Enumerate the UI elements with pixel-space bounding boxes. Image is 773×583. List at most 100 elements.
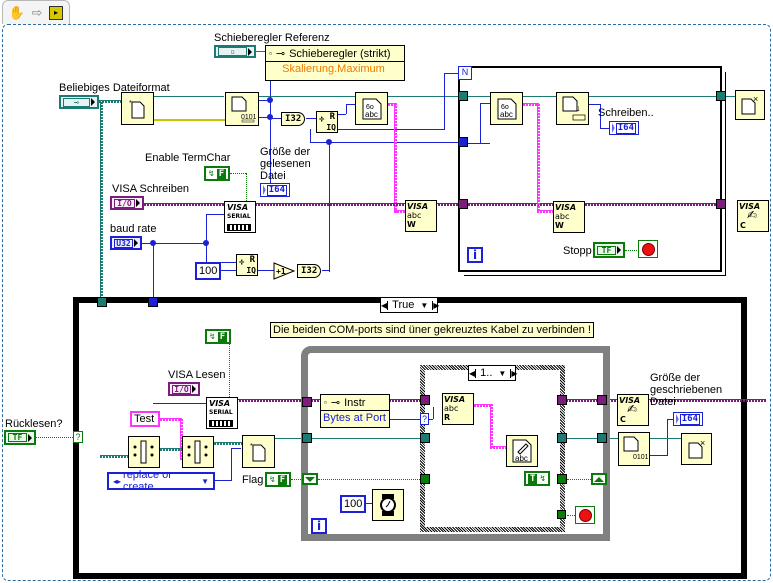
arrow-right-icon[interactable]: ⇨ (31, 4, 43, 20)
wire (667, 419, 668, 456)
set-file-position-node[interactable]: ↓ (556, 92, 589, 125)
open-file-node[interactable]: * (121, 92, 154, 125)
instr-property-node[interactable]: ▫⊸Instr Bytes at Port (320, 394, 390, 428)
constant-100[interactable]: 100 (195, 262, 222, 280)
wire (231, 448, 241, 449)
wire (600, 128, 610, 129)
visa-read-control[interactable]: I/O (168, 382, 200, 396)
flag-constant[interactable]: ↯F (265, 472, 291, 487)
write-text-file-node[interactable]: abc (506, 435, 538, 467)
case-tunnel (148, 297, 158, 307)
open-file-node-2[interactable]: * (242, 435, 275, 468)
visa-configure-serial-node[interactable]: VISA SERIAL (224, 201, 256, 233)
case-prev-arrow[interactable]: ◀ (469, 368, 477, 378)
build-path-node-2[interactable] (182, 436, 214, 468)
hand-icon[interactable]: ✋ (8, 4, 26, 20)
string-wire (490, 404, 493, 448)
visa-close-node[interactable]: VISA✍C (737, 200, 769, 232)
loop-tunnel (458, 91, 468, 101)
to-i32-node-2[interactable]: I32 (297, 264, 322, 278)
case-next-arrow[interactable]: ▶ (510, 368, 518, 378)
loop-stop-terminal-2 (575, 506, 595, 524)
readback-control[interactable]: TF (4, 430, 36, 445)
property-bytes-at-port[interactable]: Bytes at Port (323, 412, 386, 424)
svg-text:abc: abc (500, 110, 513, 119)
wire (667, 419, 673, 420)
baud-rate-control[interactable]: U32 (110, 236, 142, 250)
wire (600, 104, 601, 128)
slider-class-label: Schieberegler (strikt) (289, 47, 391, 60)
wire (480, 103, 490, 104)
bool-wire (246, 173, 247, 201)
any-file-format-control[interactable]: ⊸ (59, 95, 99, 109)
baud-rate-label: baud rate (110, 223, 157, 235)
svg-text:abc: abc (365, 110, 378, 119)
wait-ms-node[interactable] (372, 489, 404, 521)
svg-text:×: × (700, 438, 705, 448)
case-tunnel (97, 297, 107, 307)
chevron-down-icon: ▼ (420, 300, 429, 310)
loop-tunnel (716, 91, 726, 101)
case-selector[interactable]: ◀ True▼ ▶ (380, 297, 440, 313)
constant-100-wait[interactable]: 100 (340, 495, 367, 513)
wire (271, 118, 281, 119)
svg-text:×: × (753, 94, 758, 104)
flag-label: Flag (242, 474, 264, 486)
wire (726, 96, 736, 97)
loop-tunnel (302, 397, 312, 407)
wire-junction (267, 97, 273, 103)
termchar-constant-2[interactable]: ↯F (205, 329, 231, 344)
case-next-arrow[interactable]: ▶ (432, 300, 440, 310)
to-i32-node[interactable]: I32 (281, 112, 306, 126)
tool-palette: ✋ ⇨ ▸ (2, 0, 70, 24)
bool-wire (36, 437, 73, 438)
test-string-constant[interactable]: Test (130, 411, 160, 427)
case-tunnel (557, 395, 567, 405)
wire (338, 129, 444, 130)
inner-case-selector-terminal: ? (420, 413, 429, 425)
stop-button-control[interactable]: TF (593, 242, 625, 258)
wire (364, 503, 372, 504)
size-written-file-label: Größe der geschriebenen Datei (650, 372, 723, 408)
bool-wire (567, 515, 575, 516)
wire (468, 143, 490, 144)
case-prev-arrow[interactable]: ◀ (381, 300, 389, 310)
string-wire (394, 210, 406, 213)
svg-text:0101: 0101 (633, 454, 648, 461)
bool-wire (318, 479, 420, 480)
true-constant[interactable]: T↯ (524, 471, 550, 486)
wire (444, 73, 445, 130)
build-path-node[interactable] (128, 436, 160, 468)
visa-close-node-2[interactable]: VISA✍C (617, 394, 649, 426)
close-file-node[interactable]: × (735, 90, 765, 120)
string-wire (537, 210, 555, 213)
enable-termchar-constant[interactable]: ↯F (204, 166, 230, 181)
property-scaling-max[interactable]: Skalierung.Maximum (282, 63, 385, 75)
loop-stop-terminal (638, 240, 658, 258)
increment-node[interactable]: +1 (273, 262, 295, 280)
case-tunnel (557, 474, 567, 484)
inner-case-selector[interactable]: ◀ 1..▼ ▶ (468, 365, 518, 381)
wire (589, 96, 716, 97)
string-wire (537, 103, 540, 211)
get-file-size-node[interactable]: 0101 (618, 432, 650, 466)
vi-icon[interactable]: ▸ (49, 5, 63, 20)
visa-write-control[interactable]: I/O (110, 196, 144, 210)
visa-configure-serial-node-2[interactable]: VISA SERIAL (206, 397, 238, 429)
slider-ref-control[interactable]: ▫ (214, 45, 256, 58)
close-file-node-2[interactable]: × (681, 433, 712, 465)
enable-termchar-label: Enable TermChar (145, 152, 231, 164)
slider-property-node[interactable]: ▫⊸Schieberegler (strikt) Skalierung.Maxi… (265, 45, 405, 81)
wire (650, 438, 682, 439)
path-wire (214, 442, 242, 445)
read-binary-file-node[interactable]: 0101 (225, 92, 259, 126)
open-mode-enum[interactable]: ◂▸replace or create▼ (107, 469, 215, 493)
bool-wire (230, 173, 246, 174)
